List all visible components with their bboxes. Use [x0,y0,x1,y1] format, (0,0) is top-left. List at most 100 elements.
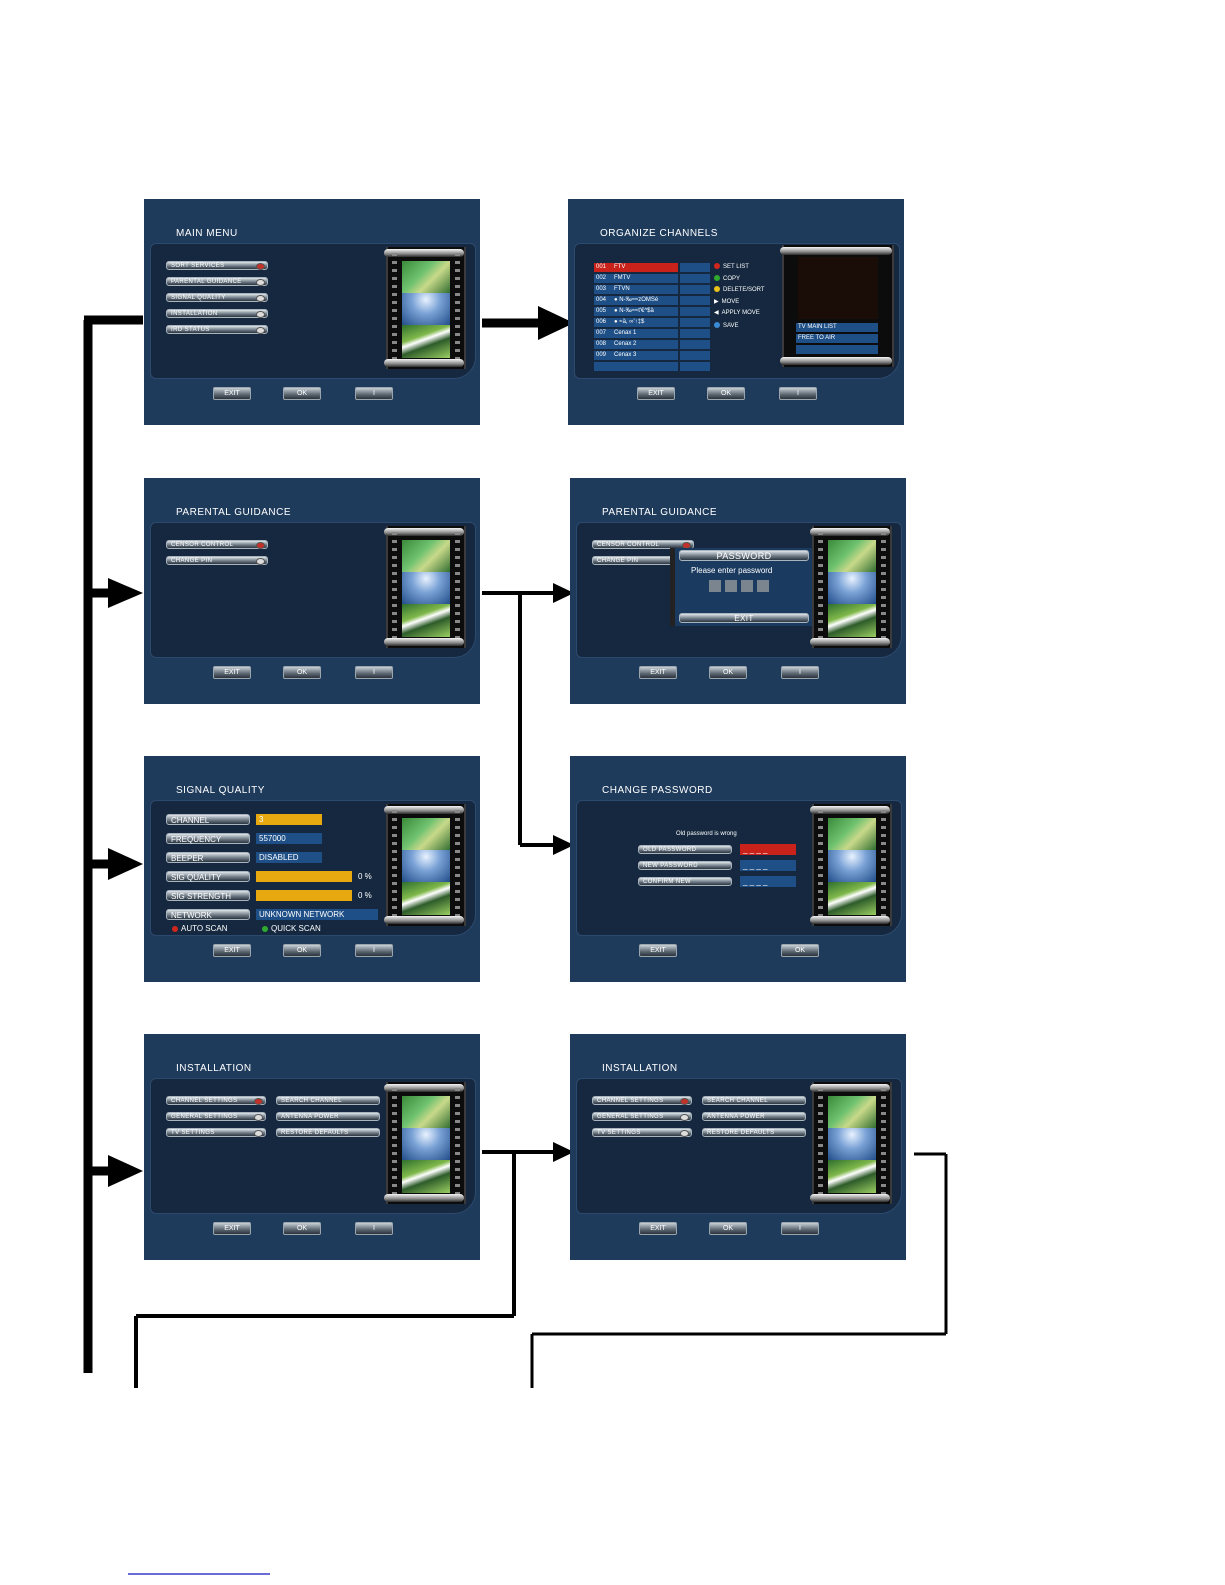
menu-item-general-settings[interactable]: GENERAL SETTINGS [166,1112,266,1121]
channel-row[interactable]: 006● ≈ä, ∞'↑‡$ [594,318,678,327]
beeper-value[interactable]: DISABLED [256,852,322,863]
exit-button[interactable]: EXIT [637,387,675,400]
menu-item-label: CHANNEL SETTINGS [171,1098,238,1104]
channel-row[interactable]: 004● N-‰≈≈zOMSé [594,296,678,305]
film-strip-preview [812,526,892,648]
menu-item-change-pin[interactable]: CHANGE PIN [166,556,268,565]
pin-digit-box[interactable] [725,580,737,592]
menu-item-censor-control[interactable]: CENSOR CONTROL [166,540,268,549]
screen-title: PARENTAL GUIDANCE [602,507,717,518]
ok-button[interactable]: OK [709,666,747,679]
exit-button[interactable]: EXIT [639,944,677,957]
ok-button[interactable]: OK [283,1222,321,1235]
info-button[interactable]: I [355,1222,393,1235]
ok-button[interactable]: OK [707,387,745,400]
channel-flag-cell [680,307,710,316]
menu-item-search-channel[interactable]: SEARCH CHANNEL [276,1096,380,1105]
info-button[interactable]: I [355,944,393,957]
channel-value[interactable]: 3 [256,814,322,825]
action-move[interactable]: ▶MOVE [714,298,739,305]
exit-button[interactable]: EXIT [213,387,251,400]
menu-item-label: PARENTAL GUIDANCE [171,279,242,285]
sig-quality-bar [256,871,352,882]
exit-button[interactable]: EXIT [213,944,251,957]
ok-button[interactable]: OK [283,666,321,679]
ok-button[interactable]: OK [709,1222,747,1235]
signal-quality-screen: SIGNAL QUALITY CHANNEL 3 FREQUENCY 55700… [144,756,480,982]
menu-item-antenna-power[interactable]: ANTENNA POWER [276,1112,380,1121]
menu-item-restore-defaults[interactable]: RESTORE DEFAULTS [702,1128,806,1137]
new-password-input[interactable]: _ _ _ _ [740,860,796,871]
frequency-value[interactable]: 557000 [256,833,322,844]
preview-image [402,850,450,883]
confirm-new-input[interactable]: _ _ _ _ [740,876,796,887]
action-apply-move[interactable]: ◀APPLY MOVE [714,309,760,316]
menu-item-general-settings[interactable]: GENERAL SETTINGS [592,1112,692,1121]
menu-item-channel-settings[interactable]: CHANNEL SETTINGS [592,1096,692,1105]
film-rod [384,638,464,646]
auto-scan-key[interactable]: AUTO SCAN [172,924,228,933]
info-button[interactable]: I [781,1222,819,1235]
ok-button[interactable]: OK [283,944,321,957]
menu-item-signal-quality[interactable]: SIGNAL QUALITY [166,293,268,302]
menu-item-search-channel[interactable]: SEARCH CHANNEL [702,1096,806,1105]
action-copy[interactable]: COPY [714,275,740,282]
exit-button[interactable]: EXIT [213,1222,251,1235]
action-set-list[interactable]: SET LIST [714,263,749,270]
exit-button[interactable]: EXIT [639,666,677,679]
menu-item-antenna-power[interactable]: ANTENNA POWER [702,1112,806,1121]
preview-image [828,818,876,851]
menu-item-parental-guidance[interactable]: PARENTAL GUIDANCE [166,277,268,286]
menu-item-label: SIGNAL QUALITY [171,295,226,301]
menu-item-ird-status[interactable]: IRD STATUS [166,325,268,334]
pin-digit-box[interactable] [757,580,769,592]
menu-item-tv-settings[interactable]: TV SETTINGS [166,1128,266,1137]
quick-scan-key[interactable]: QUICK SCAN [262,924,321,933]
menu-item-installation[interactable]: INSTALLATION [166,309,268,318]
action-delete-sort[interactable]: DELETE/SORT [714,286,765,293]
info-button[interactable]: I [355,666,393,679]
pin-digit-box[interactable] [741,580,753,592]
exit-button[interactable]: EXIT [213,666,251,679]
channel-number: 002 [596,274,614,283]
old-password-input[interactable]: _ _ _ _ [740,844,796,855]
exit-button[interactable]: EXIT [639,1222,677,1235]
screen-title: SIGNAL QUALITY [176,785,265,796]
list-item[interactable] [796,345,878,354]
menu-item-restore-defaults[interactable]: RESTORE DEFAULTS [276,1128,380,1137]
menu-item-channel-settings[interactable]: CHANNEL SETTINGS [166,1096,266,1105]
pin-digit-box[interactable] [709,580,721,592]
info-button[interactable]: I [781,666,819,679]
dialog-exit-button[interactable]: EXIT [679,613,809,623]
menu-item-label: CHANNEL SETTINGS [597,1098,664,1104]
channel-row[interactable]: 005● N-‰≈≈t'€^$ä [594,307,678,316]
menu-item-sort-services[interactable]: SORT SERVICES [166,261,268,270]
menu-item-tv-settings[interactable]: TV SETTINGS [592,1128,692,1137]
channel-number: 004 [596,296,614,305]
sprocket [818,532,823,644]
parental-guidance-screen: PARENTAL GUIDANCE CENSOR CONTROL CHANGE … [144,478,480,704]
list-item[interactable]: FREE TO AIR [796,334,878,343]
film-rod [384,916,464,924]
ok-button[interactable]: OK [283,387,321,400]
action-save[interactable]: SAVE [714,322,739,329]
knob-icon [680,1114,689,1121]
field-label: CONFIRM NEW [643,879,691,885]
channel-name: ● N-‰≈≈t'€^$ä [614,308,654,314]
info-button[interactable]: I [355,387,393,400]
screen-title: CHANGE PASSWORD [602,785,713,796]
ok-button[interactable]: OK [781,944,819,957]
info-button[interactable]: I [779,387,817,400]
channel-row-empty[interactable] [594,362,678,371]
menu-item-label: CHANGE PIN [597,558,638,564]
field-label: OLD PASSWORD [643,847,696,853]
channel-name: ● ≈ä, ∞'↑‡$ [614,319,644,325]
list-item[interactable]: TV MAIN LIST [796,323,878,332]
back-arrow-icon: ◀ [714,310,719,316]
